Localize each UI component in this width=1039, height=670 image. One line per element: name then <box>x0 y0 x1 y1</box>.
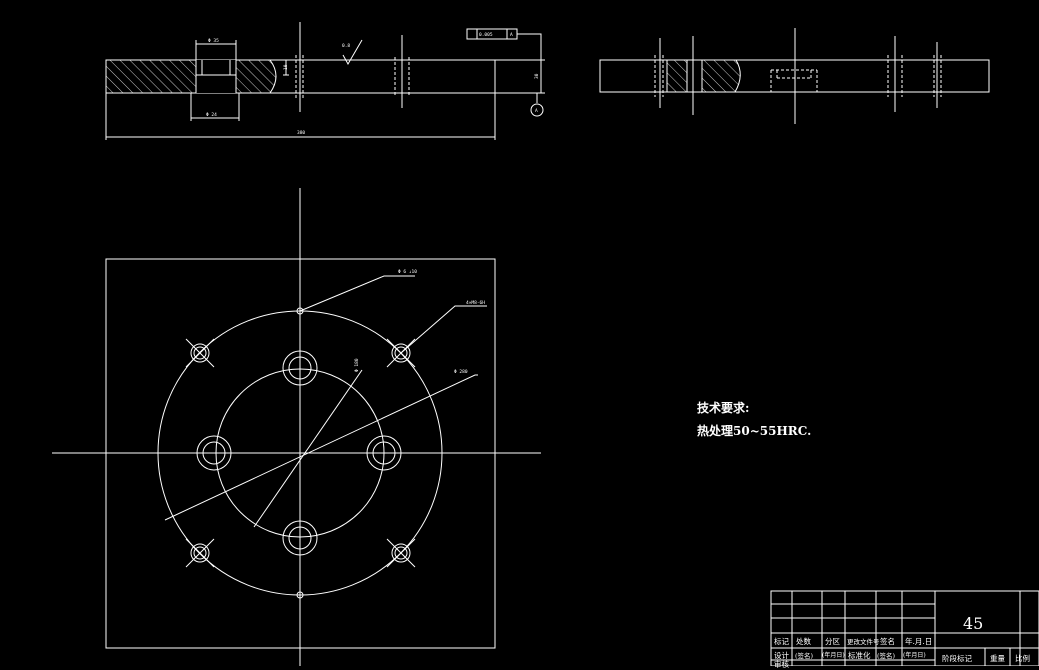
dim-depth: 10 <box>283 64 289 70</box>
title-block-grid <box>770 590 1039 666</box>
tb-row-label-3: 更改文件号 <box>847 638 880 646</box>
tech-req-line: 热处理50~55HRC. <box>697 424 812 438</box>
tb-check: 审核 <box>774 660 789 669</box>
tech-req-heading: 技术要求: <box>697 401 750 415</box>
dim-bore-dia: Φ 24 <box>206 112 217 118</box>
tb-design-1: (签名) <box>795 652 814 660</box>
tb-weight: 重量 <box>990 654 1005 663</box>
tb-row-label-5: 年.月.日 <box>905 637 933 646</box>
tb-design-3: 标准化 <box>848 651 871 660</box>
tb-row-label-1: 处数 <box>796 637 811 646</box>
tb-row-label-4: 签名 <box>880 637 895 646</box>
tb-row-label-0: 标记 <box>774 637 789 646</box>
tb-design-5: (年月日) <box>903 652 926 659</box>
dim-counterbore-dia: Φ 35 <box>208 38 219 44</box>
flatness-tolerance: 0.005 <box>479 32 493 38</box>
hole-callout-1: Φ 6 ↓10 <box>398 269 417 275</box>
front-section-view <box>105 22 545 140</box>
dimension-labels: Φ 35 Φ 24 380 0.8 10 30 0.005 A A Φ 6 ↓1… <box>206 32 540 375</box>
tb-stage: 阶段标记 <box>942 654 972 663</box>
tb-design-2: (年月日) <box>822 652 845 659</box>
hole-callout-2: 4×M8-6H <box>466 300 485 306</box>
dim-overall-length: 380 <box>297 130 305 136</box>
tb-row-label-2: 分区 <box>825 637 840 646</box>
datum-label: A <box>535 108 538 114</box>
dim-thickness: 30 <box>534 73 540 79</box>
counterbore-holes <box>190 344 408 562</box>
tb-design-0: 设计 <box>774 651 789 660</box>
roughness-value: 0.8 <box>342 43 350 49</box>
tb-design-4: (签名) <box>877 652 896 660</box>
datum-reference: A <box>510 32 513 38</box>
tb-scale: 比例 <box>1015 654 1030 663</box>
plan-view <box>52 188 541 666</box>
material-label: 45 <box>963 614 984 633</box>
side-section-view <box>599 28 990 124</box>
bolt-circle-2: Φ 280 <box>454 369 468 375</box>
bolt-circle-1: Φ 180 <box>354 358 360 372</box>
